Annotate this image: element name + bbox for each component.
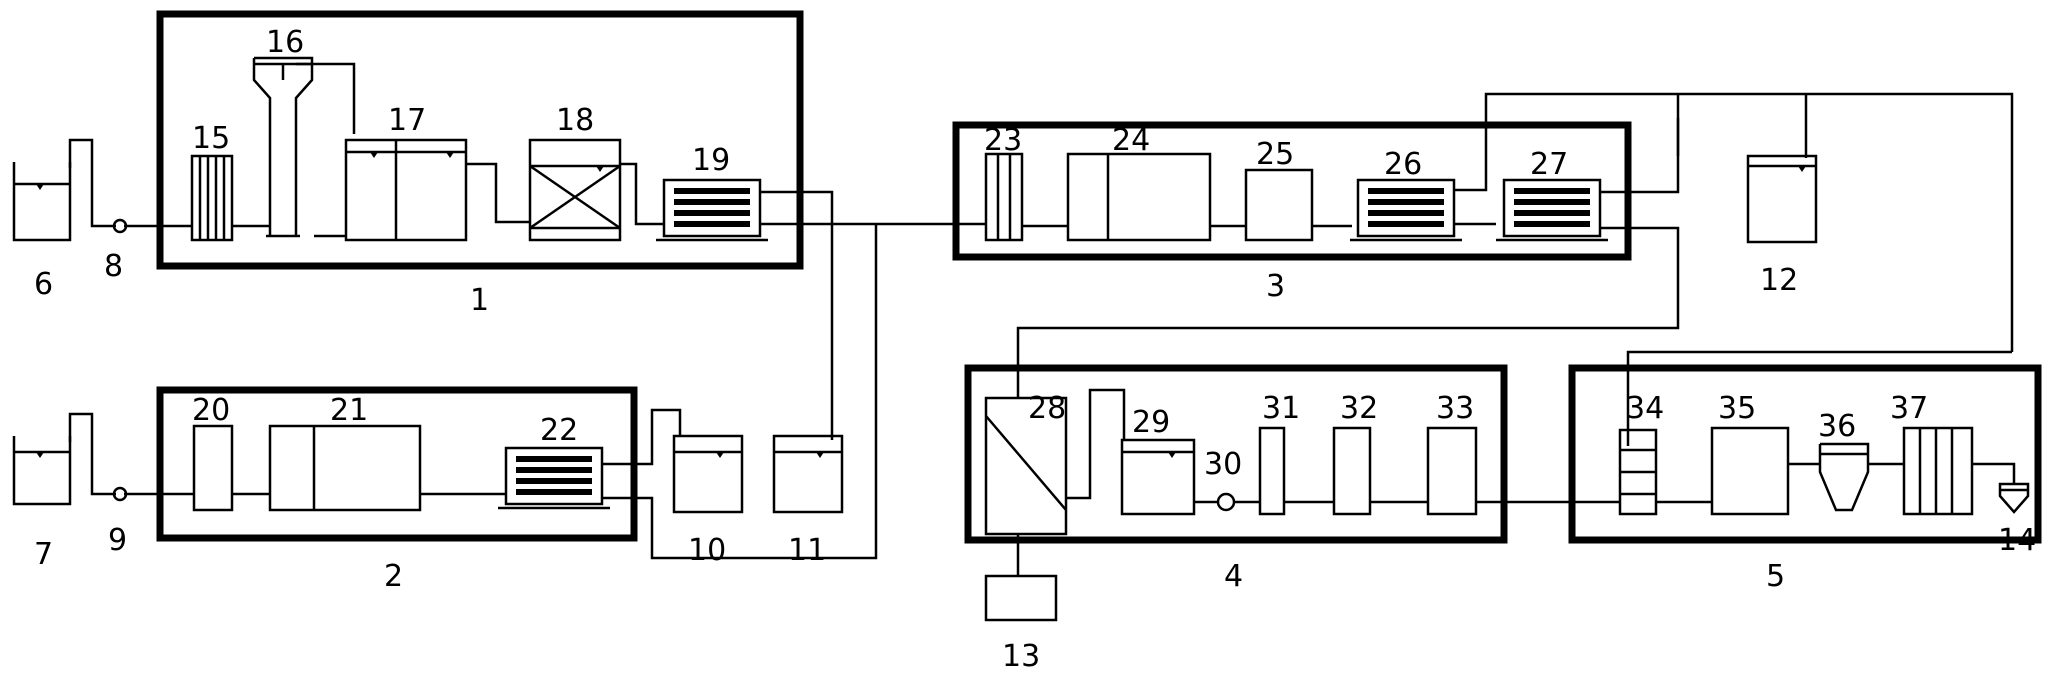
label-13: 13 [1002, 639, 1040, 674]
label-22: 22 [540, 413, 578, 448]
label-5: 5 [1766, 559, 1785, 594]
tank-6 [12, 162, 72, 242]
label-27: 27 [1530, 147, 1568, 182]
label-35: 35 [1718, 391, 1756, 426]
label-18: 18 [556, 103, 594, 138]
unit-27 [1496, 178, 1608, 242]
label-30: 30 [1204, 447, 1242, 482]
tank-11 [772, 434, 844, 514]
unit-28 [984, 396, 1068, 536]
label-24: 24 [1112, 123, 1150, 158]
label-7: 7 [34, 537, 53, 572]
unit-29 [1120, 438, 1196, 516]
label-23: 23 [984, 123, 1022, 158]
subsystem-1-frame [156, 10, 804, 270]
unit-17 [344, 138, 468, 242]
pump-30 [1216, 492, 1236, 512]
label-19: 19 [692, 143, 730, 178]
subsystem-5-frame [1568, 364, 2042, 544]
label-33: 33 [1436, 391, 1474, 426]
label-25: 25 [1256, 137, 1294, 172]
label-8: 8 [104, 249, 123, 284]
label-17: 17 [388, 103, 426, 138]
label-15: 15 [192, 121, 230, 156]
tank-10 [672, 434, 744, 514]
unit-21 [268, 424, 422, 512]
pump-9 [112, 486, 128, 502]
unit-32 [1332, 426, 1372, 516]
label-1: 1 [470, 283, 489, 318]
unit-36 [1818, 442, 1870, 512]
label-36: 36 [1818, 409, 1856, 444]
label-11: 11 [788, 533, 826, 568]
unit-26 [1350, 178, 1462, 242]
label-14: 14 [1998, 523, 2036, 558]
unit-20 [192, 424, 234, 512]
label-31: 31 [1262, 391, 1300, 426]
label-6: 6 [34, 267, 53, 302]
unit-35 [1710, 426, 1790, 516]
subsystem-4-frame [964, 364, 1508, 544]
unit-15 [190, 154, 234, 242]
label-26: 26 [1384, 147, 1422, 182]
label-16: 16 [266, 25, 304, 60]
label-10: 10 [688, 533, 726, 568]
pipes [68, 62, 2016, 576]
label-12: 12 [1760, 263, 1798, 298]
label-37: 37 [1890, 391, 1928, 426]
unit-24 [1066, 152, 1212, 242]
tank-12 [1746, 154, 1818, 244]
label-4: 4 [1224, 559, 1243, 594]
unit-22 [498, 446, 610, 510]
label-32: 32 [1340, 391, 1378, 426]
unit-18 [528, 138, 622, 242]
label-28: 28 [1028, 391, 1066, 426]
label-29: 29 [1132, 405, 1170, 440]
unit-31 [1258, 426, 1286, 516]
unit-19 [656, 178, 768, 242]
unit-25 [1244, 168, 1314, 242]
label-3: 3 [1266, 269, 1285, 304]
unit-14 [1998, 482, 2030, 514]
unit-37 [1902, 426, 1974, 516]
label-2: 2 [384, 559, 403, 594]
unit-23 [984, 152, 1024, 242]
unit-33 [1426, 426, 1478, 516]
unit-13 [984, 574, 1058, 622]
unit-34 [1618, 428, 1658, 516]
tank-7 [12, 436, 72, 506]
labels: 1 2 3 4 5 6 7 8 9 10 11 12 13 14 15 16 1… [34, 25, 2036, 674]
pump-8 [112, 218, 128, 234]
label-21: 21 [330, 393, 368, 428]
label-20: 20 [192, 393, 230, 428]
unit-16 [252, 56, 314, 238]
label-34: 34 [1626, 391, 1664, 426]
label-9: 9 [108, 523, 127, 558]
